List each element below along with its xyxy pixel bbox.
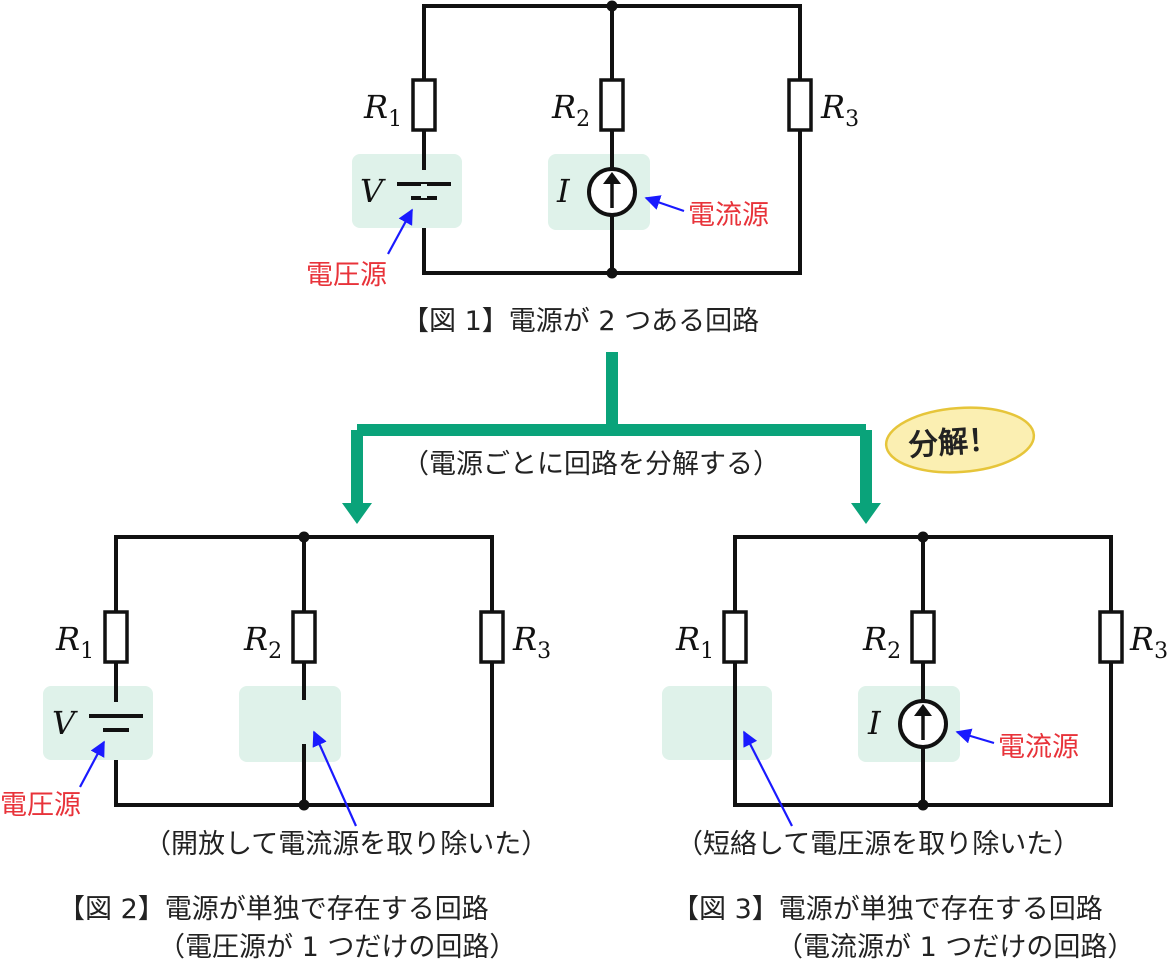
resistor-r2 [910,610,936,664]
top-junction-dot [606,0,618,12]
current-source-pointer [644,195,685,213]
label-r3: R3 [1129,620,1168,664]
fig3-caption-line1: 【図 3】電源が単独で存在する回路 [672,894,1103,925]
resistor-r3 [1098,610,1124,664]
bottom-junction-dot [917,799,929,811]
label-r2: R2 [862,620,901,664]
current-source-label: 電流源 [998,732,1079,763]
bottom-junction-dot [298,799,310,811]
label-r2: R2 [243,620,282,664]
decomposition-arrows: （電源ごとに回路を分解する） 分解！ [342,352,1036,524]
resistor-r1 [722,610,748,664]
resistor-r2 [291,610,317,664]
outer-loop-wire [733,535,1113,807]
label-r3: R3 [820,88,859,132]
voltage-source-pointer [387,208,413,255]
label-r1: R1 [55,620,94,664]
figure-3: R1 R2 R3 I 電流源 （短絡して電圧源を取り除いた） 【図 3】電源が単… [662,531,1168,963]
label-r1: R1 [363,88,402,132]
shorted-source-pointer [743,730,793,827]
resistor-r1 [103,610,129,664]
fig2-caption-line1: 【図 2】電源が単独で存在する回路 [58,894,489,925]
current-source-symbol [898,699,948,749]
voltage-source-label: 電圧源 [0,790,81,821]
fig1-caption: 【図 1】電源が 2 つある回路 [402,306,759,337]
resistor-r2 [599,78,625,132]
decompose-badge: 分解！ [884,406,1036,474]
top-junction-dot [298,531,310,543]
label-r3: R3 [512,620,551,664]
label-v: V [360,172,386,210]
shorted-voltage-source-highlight [662,686,772,760]
removed-current-source-highlight [239,686,341,762]
fig3-note: （短絡して電圧源を取り除いた） [676,829,1080,860]
battery-symbol [89,702,143,760]
label-i: I [556,172,571,210]
voltage-source-pointer [79,740,105,788]
voltage-source-label: 電圧源 [306,260,387,291]
removed-source-pointer [312,730,358,827]
resistor-r3 [787,78,813,132]
svg-text:分解！: 分解！ [907,422,999,463]
fig2-note: （開放して電流源を取り除いた） [144,829,548,860]
bottom-junction-dot [606,267,618,279]
figure-2: R1 R2 R3 V 電圧源 （開放して電流源を取り除いた） 【図 2】電源が単… [0,531,551,963]
label-r1: R1 [675,620,714,664]
label-r2: R2 [551,88,590,132]
label-v: V [52,704,78,742]
fig3-caption-line2: （電流源が 1 つだけの回路） [776,932,1134,963]
label-i: I [867,704,882,742]
current-source-symbol [587,167,637,217]
current-source-pointer [955,728,995,745]
decompose-note: （電源ごとに回路を分解する） [402,449,780,480]
top-junction-dot [917,531,929,543]
figure-1: R1 R2 R3 V I 電圧源 電流源 【図 1】電源が 2 つある回路 [306,0,859,337]
fig2-caption-line2: （電圧源が 1 つだけの回路） [158,932,516,963]
resistor-r1 [411,78,437,132]
resistor-r3 [479,610,505,664]
battery-symbol [397,170,451,228]
current-source-label: 電流源 [688,200,769,231]
